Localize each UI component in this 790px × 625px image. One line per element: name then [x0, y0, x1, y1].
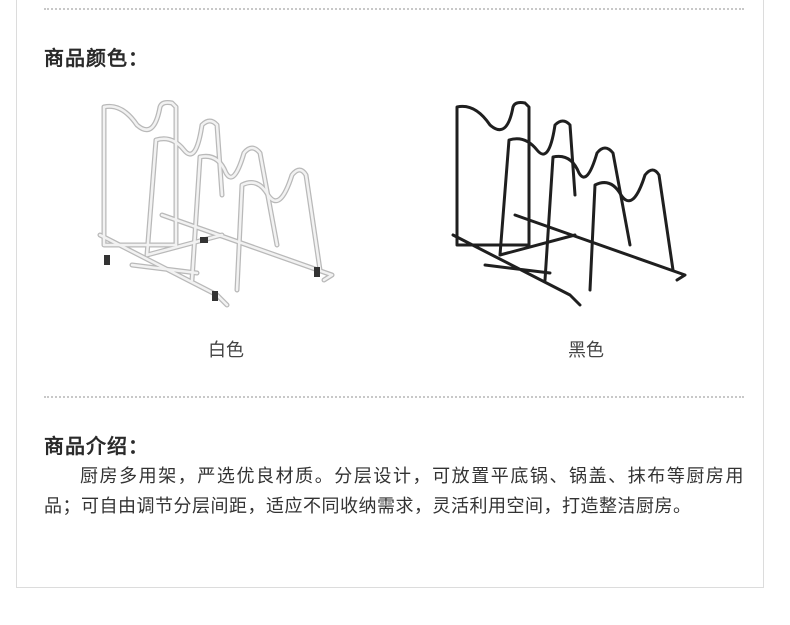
dotted-divider-top: [44, 8, 744, 10]
content-panel: [16, 0, 764, 588]
dotted-divider-middle: [44, 396, 744, 398]
black-variant-label: 黑色: [568, 340, 604, 361]
intro-section-title: 商品介绍：: [44, 434, 149, 458]
end-cap: [200, 237, 208, 243]
product-description: 厨房多用架，严选优良材质。分层设计，可放置平底锅、锅盖、抹布等厨房用品；可自由调…: [44, 466, 744, 517]
end-cap: [104, 255, 110, 265]
end-cap: [212, 291, 218, 301]
white-rack-drawing: [97, 100, 335, 308]
end-cap: [314, 267, 320, 277]
black-rack-drawing: [451, 101, 687, 307]
white-variant-label: 白色: [208, 340, 244, 361]
white-rack-image: [97, 100, 335, 308]
colors-section-title: 商品颜色：: [44, 46, 149, 70]
black-rack-image: [451, 101, 687, 307]
